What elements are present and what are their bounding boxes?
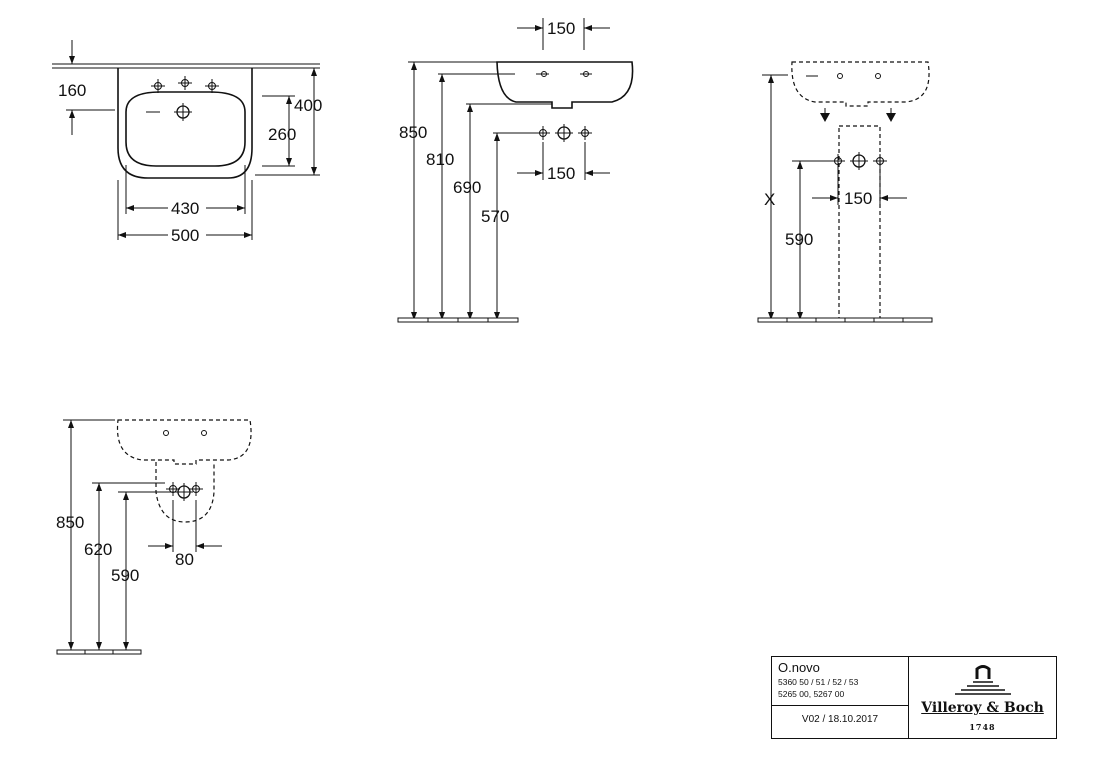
side-basin	[496, 61, 634, 109]
dim-160: 160	[58, 81, 86, 100]
dim-80: 80	[175, 550, 194, 569]
dim-150-bottom: 150	[547, 164, 575, 183]
basin-outline	[117, 68, 253, 179]
title-block-divider	[772, 705, 908, 706]
product-name: O.novo	[778, 660, 820, 675]
article-numbers-line-2: 5265 00, 5267 00	[778, 689, 845, 699]
title-block: O.novo 5360 50 / 51 / 52 / 53 5265 00, 5…	[771, 656, 1057, 739]
castle-gate-icon	[955, 665, 1011, 695]
bowl-outline	[125, 91, 246, 167]
semi-pedestal-shroud	[155, 462, 215, 523]
brand-year: 1748	[969, 722, 996, 732]
top-view: 160 400 260 430 500	[52, 40, 322, 245]
version-date: V02 / 18.10.2017	[801, 714, 879, 725]
pedestal-basin	[791, 61, 930, 107]
dim-850: 850	[399, 123, 427, 142]
dim-810: 810	[426, 150, 454, 169]
side-view: 150 150 850 810 690 570	[397, 18, 634, 323]
dim-590-semi: 590	[111, 566, 139, 585]
dim-430: 430	[171, 199, 199, 218]
dim-570: 570	[481, 207, 509, 226]
pedestal-view: X 590 150	[757, 61, 933, 323]
dim-150-top: 150	[547, 19, 575, 38]
brand-name: Villeroy & Boch	[921, 700, 1044, 716]
brand-logo: Villeroy & Boch 1748	[909, 657, 1056, 738]
dim-x: X	[764, 190, 775, 209]
dim-500: 500	[171, 226, 199, 245]
title-block-info: O.novo 5360 50 / 51 / 52 / 53 5265 00, 5…	[772, 657, 909, 738]
semi-pedestal-view: 850 620 590 80	[56, 419, 252, 655]
dim-690: 690	[453, 178, 481, 197]
dim-260: 260	[268, 125, 296, 144]
dim-590: 590	[785, 230, 813, 249]
dim-400: 400	[294, 96, 322, 115]
semi-basin	[116, 419, 252, 465]
article-numbers-line-1: 5360 50 / 51 / 52 / 53	[778, 677, 859, 687]
dim-150-pedestal: 150	[844, 189, 872, 208]
dim-850-semi: 850	[56, 513, 84, 532]
dim-620: 620	[84, 540, 112, 559]
